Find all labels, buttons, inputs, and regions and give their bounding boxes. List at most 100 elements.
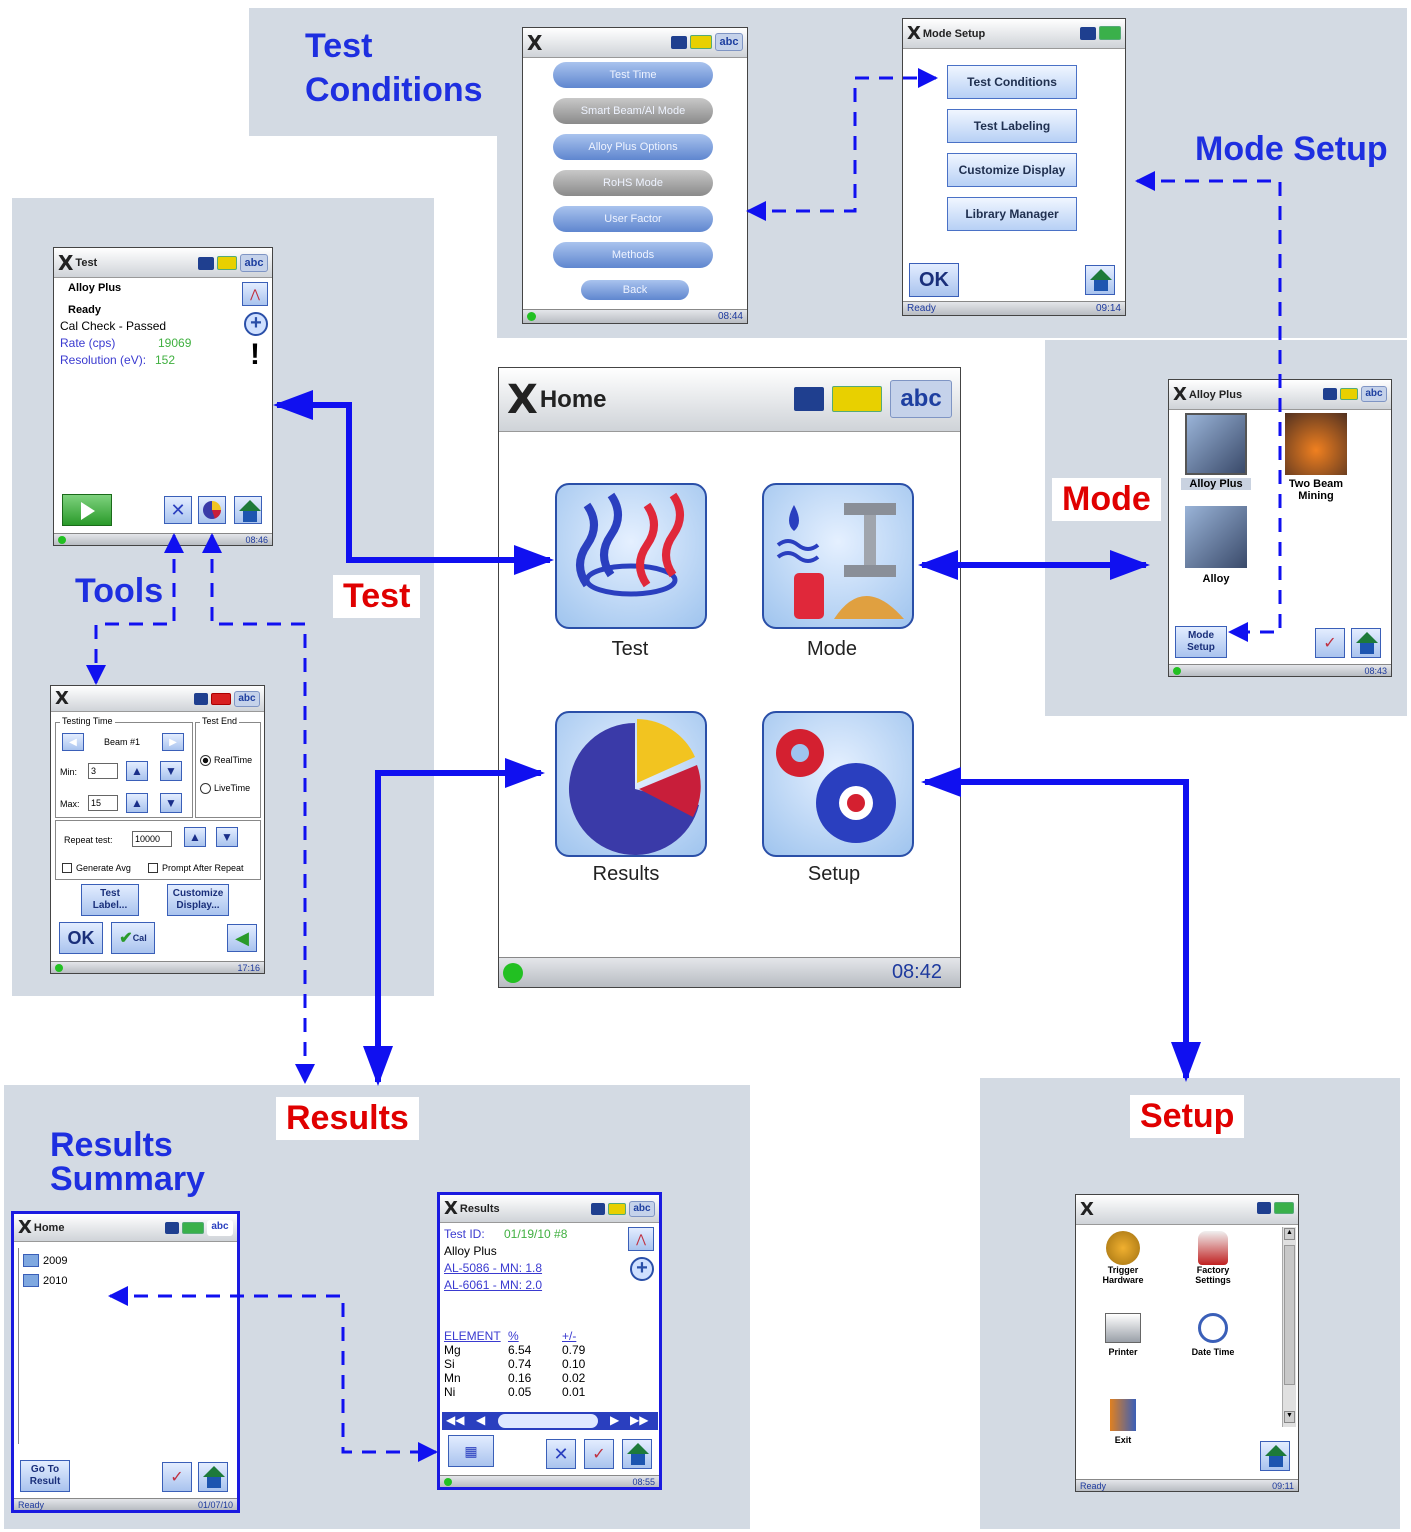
header-percent[interactable]: % (508, 1329, 519, 1343)
max-input[interactable]: 15 (88, 795, 118, 811)
customize-display-button[interactable]: Customize Display (947, 153, 1077, 187)
trigger-hardware-item[interactable]: Trigger Hardware (1088, 1231, 1158, 1285)
battery-icon (182, 1222, 204, 1234)
folder-2009[interactable]: 2009 (23, 1254, 67, 1267)
cal-check-status: Cal Check - Passed (60, 319, 167, 333)
start-test-button[interactable] (62, 494, 112, 526)
setup-time: 09:11 (1272, 1480, 1294, 1491)
generate-avg-checkbox[interactable] (62, 863, 72, 873)
test-title-bar: X Test abc (54, 248, 272, 278)
scroll-thumb[interactable] (1284, 1245, 1295, 1385)
alloy-plus-options-button[interactable]: Alloy Plus Options (553, 134, 713, 160)
keyboard-abc-button[interactable]: abc (207, 1220, 233, 1236)
home-icon[interactable] (1260, 1441, 1290, 1471)
test-time-button[interactable]: Test Time (553, 62, 713, 88)
factory-settings-item[interactable]: Factory Settings (1178, 1231, 1248, 1285)
keyboard-abc-button[interactable]: abc (890, 380, 952, 418)
test-labeling-button[interactable]: Test Labeling (947, 109, 1077, 143)
library-manager-button[interactable]: Library Manager (947, 197, 1077, 231)
home-icon[interactable] (622, 1439, 652, 1469)
spectrum-icon[interactable]: ⋀ (628, 1227, 654, 1251)
last-result-icon[interactable]: ▶▶ (630, 1413, 649, 1427)
cell-element: Ni (444, 1385, 456, 1399)
home-icon[interactable] (234, 496, 262, 524)
keyboard-abc-button[interactable]: abc (715, 33, 743, 51)
prompt-after-repeat-checkbox[interactable] (148, 863, 158, 873)
two-beam-mining-icon[interactable] (1285, 413, 1347, 475)
back-button[interactable]: Back (581, 280, 689, 300)
mode-setup-title: Mode Setup (922, 27, 986, 40)
chart-icon[interactable]: ✓ (162, 1462, 192, 1492)
home-icon[interactable] (1351, 628, 1381, 658)
beam-prev-button[interactable]: ◀ (62, 733, 84, 751)
results-pie-icon[interactable] (198, 496, 226, 524)
element-table: ELEMENT % +/- Mg 6.54 0.79 Si 0.74 0.10 … (444, 1329, 614, 1399)
spectrum-icon[interactable]: ⋀ (242, 282, 268, 306)
keyboard-abc-button[interactable]: abc (240, 254, 268, 272)
mode-icon[interactable] (762, 483, 914, 629)
home-icon[interactable] (1085, 265, 1115, 295)
calibrate-button[interactable]: ✔Cal (111, 922, 155, 954)
table-row: Si 0.74 0.10 (444, 1357, 614, 1371)
next-result-icon[interactable]: ▶ (610, 1413, 620, 1427)
methods-button[interactable]: Methods (553, 242, 713, 268)
test-state: Ready (68, 304, 102, 316)
tools-icon[interactable]: ✕ (164, 496, 192, 524)
ok-button[interactable]: OK (909, 263, 959, 297)
add-circle-icon[interactable]: + (630, 1257, 654, 1281)
go-to-result-button[interactable]: Go To Result (20, 1460, 70, 1492)
min-up-button[interactable]: ▲ (126, 761, 148, 781)
first-result-icon[interactable]: ◀◀ (446, 1413, 465, 1427)
exit-item[interactable]: Exit (1088, 1399, 1158, 1445)
customize-display-line2: Display... (176, 900, 220, 911)
setup-title-bar: X (1076, 1195, 1298, 1225)
match-2-link[interactable]: AL-6061 - MN: 2.0 (444, 1278, 543, 1292)
cell-percent: 0.05 (508, 1385, 532, 1399)
lock-icon (198, 256, 214, 270)
mode-setup-status-bar: Ready 09:14 (903, 301, 1125, 315)
prev-result-icon[interactable]: ◀ (476, 1413, 486, 1427)
chart-icon[interactable]: ✓ (584, 1439, 614, 1469)
setup-icon[interactable] (762, 711, 914, 857)
max-up-button[interactable]: ▲ (126, 793, 148, 813)
results-icon[interactable] (555, 711, 707, 857)
chart-icon[interactable]: ✓ (1315, 628, 1345, 658)
setup-label: Setup (807, 863, 861, 885)
setup-scrollbar[interactable]: ▲ ▼ (1282, 1227, 1296, 1427)
ok-button[interactable]: OK (59, 922, 103, 954)
folder-icon (23, 1274, 39, 1287)
result-scrollbar[interactable] (498, 1414, 598, 1428)
scroll-down-icon[interactable]: ▼ (1284, 1411, 1295, 1423)
smart-beam-button[interactable]: Smart Beam/Al Mode (553, 98, 713, 124)
match-1-link[interactable]: AL-5086 - MN: 1.8 (444, 1261, 543, 1275)
keyboard-abc-button[interactable]: abc (1361, 386, 1387, 402)
rate-label: Rate (cps) (60, 336, 116, 350)
header-error[interactable]: +/- (562, 1329, 577, 1343)
max-down-button[interactable]: ▼ (160, 793, 182, 813)
rohs-mode-button[interactable]: RoHS Mode (553, 170, 713, 196)
user-factor-button[interactable]: User Factor (553, 206, 713, 232)
x-logo-icon: X (907, 23, 921, 44)
home-icon[interactable] (198, 1462, 228, 1492)
beam-next-button[interactable]: ▶ (162, 733, 184, 751)
factory-settings-line1: Factory (1196, 1265, 1230, 1275)
cell-percent: 0.74 (508, 1357, 532, 1371)
min-down-button[interactable]: ▼ (160, 761, 182, 781)
folder-2010[interactable]: 2010 (23, 1274, 67, 1287)
tools-icon[interactable]: ✕ (546, 1439, 576, 1469)
test-title: Test (75, 256, 98, 269)
test-label-button[interactable]: Test Label... (81, 884, 139, 916)
test-icon[interactable] (555, 483, 707, 629)
scroll-up-icon[interactable]: ▲ (1284, 1228, 1295, 1240)
date-time-item[interactable]: Date Time (1178, 1313, 1248, 1357)
add-circle-icon[interactable]: + (244, 312, 268, 336)
printer-item[interactable]: Printer (1088, 1313, 1158, 1357)
cell-error: 0.02 (562, 1371, 586, 1385)
results-summary-date: 01/07/10 (197, 1499, 233, 1510)
header-element[interactable]: ELEMENT (444, 1329, 501, 1343)
min-input[interactable]: 3 (88, 763, 118, 779)
repeat-input[interactable]: 10000 (132, 831, 172, 847)
test-conditions-button[interactable]: Test Conditions (947, 65, 1077, 99)
view-toggle-icon[interactable]: ▦ (448, 1435, 494, 1467)
keyboard-abc-button[interactable]: abc (629, 1201, 655, 1217)
